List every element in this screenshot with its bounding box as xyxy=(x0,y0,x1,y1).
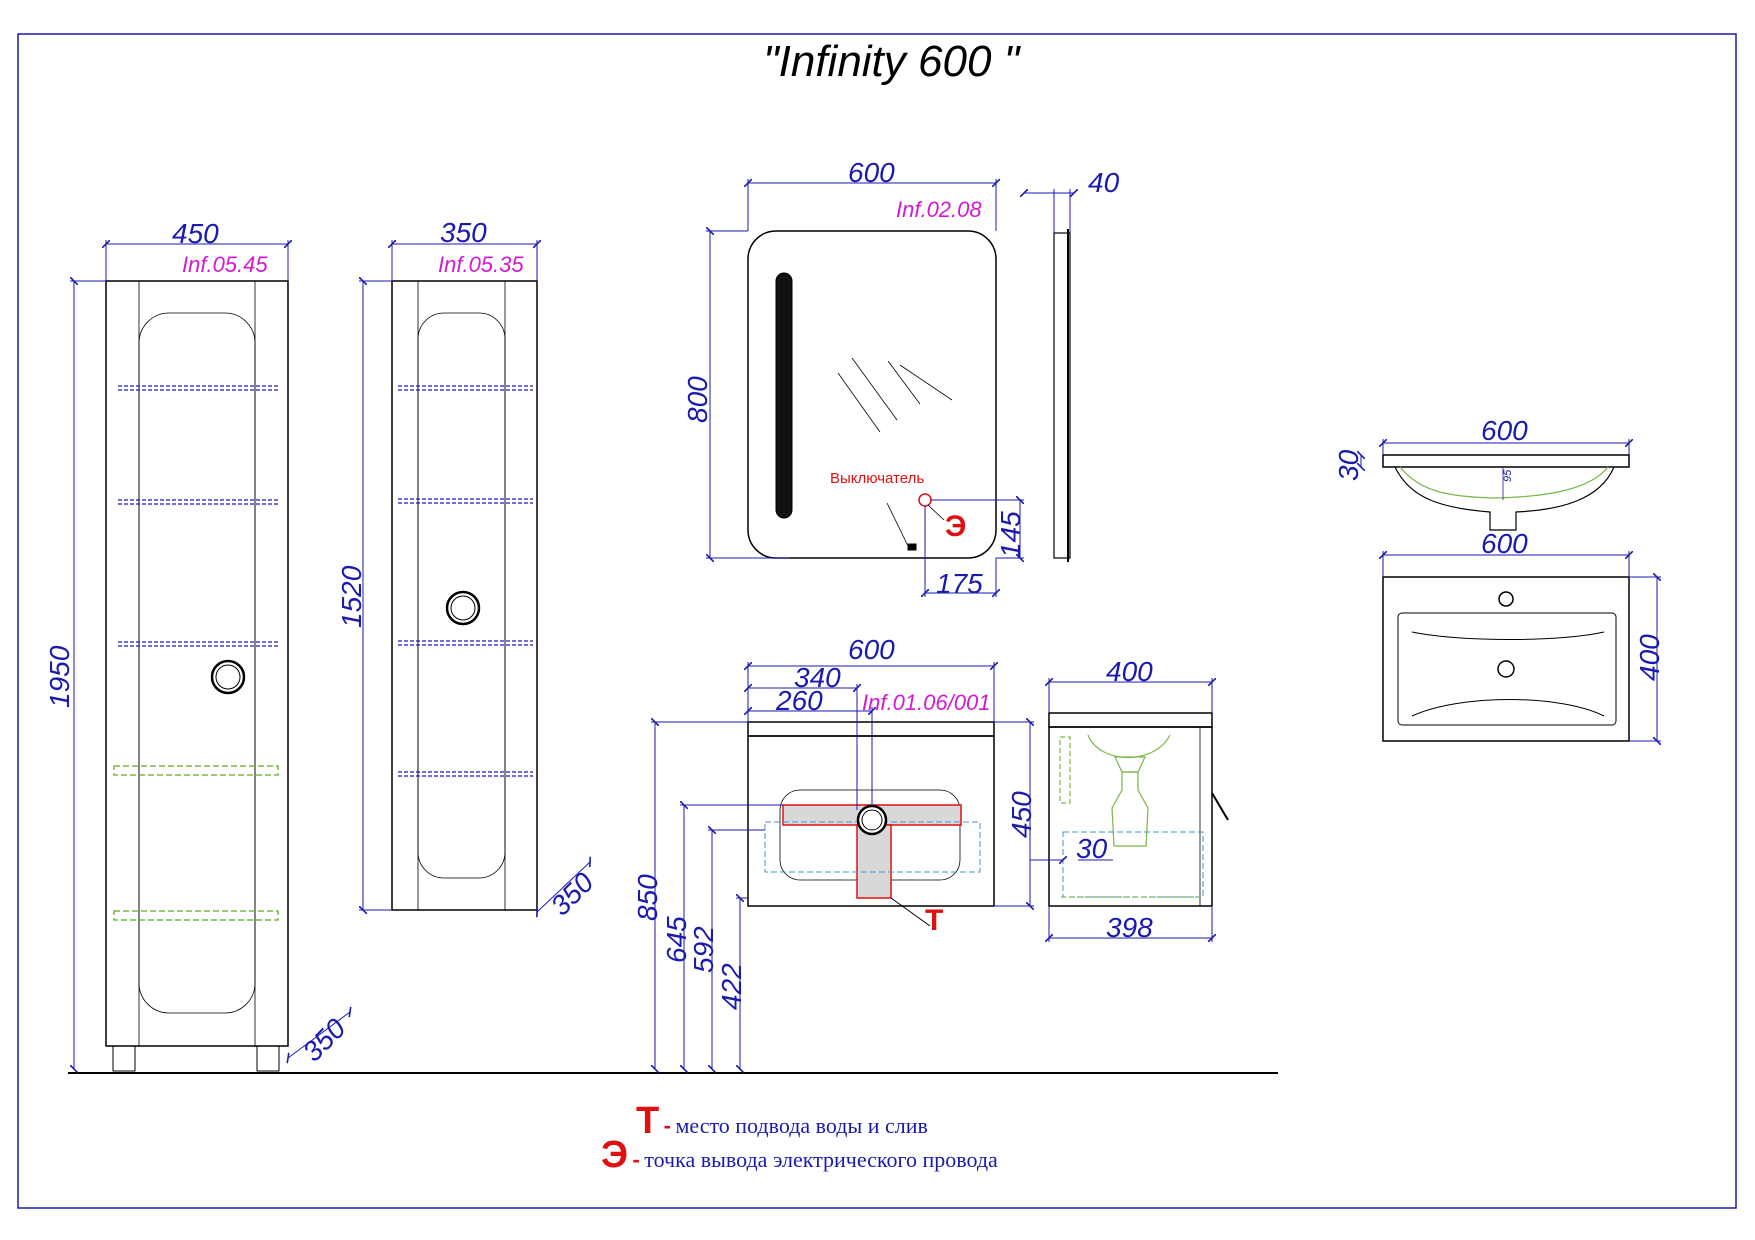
narrow-cabinet-height: 1520 xyxy=(336,565,367,628)
switch-height: 145 xyxy=(995,511,1026,558)
vanity-422: 422 xyxy=(716,963,747,1010)
legend-electric-text: точка вывода электрического провода xyxy=(644,1147,998,1172)
legend-electric-symbol: Э xyxy=(601,1134,629,1176)
mirror-width: 600 xyxy=(848,157,895,188)
sink-side-view xyxy=(1382,454,1630,531)
sink-top-width: 600 xyxy=(1481,528,1528,559)
legend-row-water: Т - место подвода воды и слив xyxy=(636,1102,928,1140)
tall-cabinet-code: Inf.05.45 xyxy=(182,252,268,277)
legend-electric-separator: - xyxy=(632,1147,640,1172)
electric-marker: Э xyxy=(945,510,967,543)
vanity-side-dim-30: 30 xyxy=(1076,833,1108,864)
vanity-dims xyxy=(651,662,1034,1069)
sink-top-depth: 400 xyxy=(1634,634,1665,681)
mirror-code: Inf.02.08 xyxy=(896,197,982,222)
tall-cabinet-width: 450 xyxy=(172,218,219,249)
vanity-850: 850 xyxy=(632,874,663,921)
narrow-cabinet-glass-shelves xyxy=(398,385,533,777)
sink-top-dims xyxy=(1383,551,1661,741)
vanity-height: 450 xyxy=(1006,791,1037,838)
mirror-height: 800 xyxy=(682,376,713,423)
sheet-frame xyxy=(17,33,1737,1209)
vanity-dim-340: 340 xyxy=(794,662,841,693)
vanity-front xyxy=(747,721,995,907)
mirror xyxy=(747,229,1071,562)
sink-top-view xyxy=(1382,576,1630,742)
vanity-side-dims xyxy=(1030,678,1212,942)
siphon-hidden xyxy=(1059,734,1171,847)
tall-cabinet-dims xyxy=(70,240,350,1069)
narrow-cabinet xyxy=(391,280,538,911)
tall-cabinet-glass-shelves xyxy=(118,385,278,647)
mirror-dims xyxy=(706,179,1074,597)
legend-water-separator: - xyxy=(663,1113,671,1138)
narrow-cabinet-code: Inf.05.35 xyxy=(438,252,524,277)
vanity-side-depth: 400 xyxy=(1106,656,1153,687)
narrow-cabinet-dims xyxy=(359,240,590,912)
switch-label: Выключатель xyxy=(830,470,925,487)
vanity-side xyxy=(1048,712,1229,907)
tall-cabinet-green-shelves xyxy=(113,765,279,921)
mirror-depth: 40 xyxy=(1088,167,1120,198)
legend-water-text: место подвода воды и слив xyxy=(675,1113,928,1138)
vanity-drawer-hidden xyxy=(764,821,981,873)
vanity-side-bottom-depth: 398 xyxy=(1106,912,1153,943)
tall-cabinet xyxy=(105,280,289,1072)
sink-basin-hidden xyxy=(1399,466,1609,499)
water-zone-vertical xyxy=(856,824,892,899)
sink-side-dims xyxy=(1361,439,1629,467)
legend-water-symbol: Т xyxy=(636,1100,660,1142)
vanity-645: 645 xyxy=(661,916,692,963)
sink-depth-mark: 95 xyxy=(1502,469,1514,482)
vanity-width: 600 xyxy=(848,634,895,665)
vanity-code: Inf.01.06/001 xyxy=(862,690,991,715)
vanity-dim-260: 260 xyxy=(776,685,823,716)
sink-side-width: 600 xyxy=(1481,415,1528,446)
vanity-592: 592 xyxy=(688,926,719,973)
switch-offset: 175 xyxy=(936,568,983,599)
drawing-title: "Infinity 600 " xyxy=(763,37,1020,86)
sink-thickness: 30 xyxy=(1333,449,1364,481)
narrow-cabinet-width: 350 xyxy=(440,217,487,248)
switch-point xyxy=(918,493,932,507)
legend-row-electric: Э - точка вывода электрического провода xyxy=(601,1136,998,1174)
tall-cabinet-height: 1950 xyxy=(44,645,75,708)
water-marker: Т xyxy=(925,904,944,937)
